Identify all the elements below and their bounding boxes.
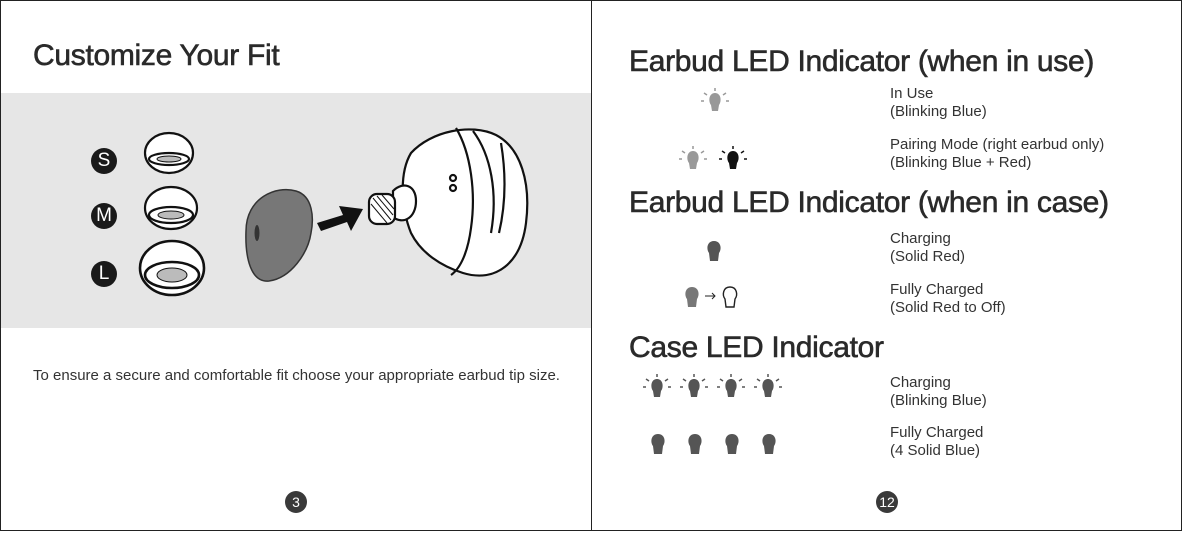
section-title-earbud-in-case: Earbud LED Indicator (when in case) [629,186,1110,220]
led-label-sub: (Blinking Blue) [890,103,987,120]
led-pairing-label: Pairing Mode (right earbud only) (Blinki… [890,136,1104,172]
led-label-sub: (Solid Red to Off) [890,299,1006,316]
section-title-earbud-in-use: Earbud LED Indicator (when in use) [629,45,1095,79]
led-case-charging-label: Charging (Solid Red) [890,230,965,266]
led-case-charging-blink-label: Charging (Blinking Blue) [890,374,987,410]
right-page: Earbud LED Indicator (when in use) In Us… [591,0,1182,531]
bulb-blink-light-icon [679,146,707,169]
led-case-blink-icons [642,373,792,408]
size-badge-l: L [91,261,117,287]
bulb-blink-dark-icon [643,374,671,397]
bulb-pair-icons [679,146,747,169]
page-title-fit: Customize Your Fit [33,39,280,73]
page-number-left: 3 [285,491,307,513]
led-in-use-icons [700,87,730,122]
eartip-large-icon [138,239,206,297]
led-label-title: Pairing Mode (right earbud only) [890,136,1105,153]
size-badge-s: S [91,148,117,174]
led-label-title: Fully Charged [890,281,984,298]
bulb-blink-dark-icon [719,146,747,169]
led-label-title: Fully Charged [890,424,984,441]
bulb-solid-dark-icon [688,434,702,454]
bulb-blink-dark-icon [754,374,782,397]
bulb-blink-dark-icon [717,374,745,397]
led-in-use-label: In Use (Blinking Blue) [890,85,987,121]
bulb-solid-dark-icon [651,434,665,454]
led-case-full-icons [682,285,746,318]
size-badge-m: M [91,203,117,229]
led-label-sub: (Blinking Blue) [890,392,987,409]
led-label-title: Charging [890,230,951,247]
bulb-solid-dark-icon [725,434,739,454]
led-label-sub: (Blinking Blue + Red) [890,154,1032,171]
led-label-title: Charging [890,374,951,391]
bulb-blink-dark-row [643,374,782,397]
led-label-sub: (4 Solid Blue) [890,442,981,459]
led-label-title: In Use [890,85,934,102]
eartip-illustration-band: S M L [1,93,591,328]
led-pairing-icons [678,145,750,180]
bulb-transition-icons [685,286,738,308]
arrow-right-icon [705,292,716,300]
bulb-solid-dark-icon [707,241,721,261]
eartip-drawing [138,127,529,297]
eartip-small-icon [143,131,195,175]
led-label-sub: (Solid Red) [890,248,966,265]
left-page: Customize Your Fit S M L [0,0,592,531]
eartip-gray-icon [245,188,314,282]
bulb-solid-dark-icon [762,434,776,454]
bulb-blink-light-icon [701,88,729,111]
led-case-full-solid-label: Fully Charged (4 Solid Blue) [890,424,983,460]
page-number-right: 12 [876,491,898,513]
earbud-icon [367,127,529,277]
bulb-off-icon [722,286,738,308]
section-title-case-led: Case LED Indicator [629,331,885,365]
bulb-solid-gray-icon [685,287,699,307]
led-case-charging-icons [704,239,724,270]
insert-arrow-icon [317,206,363,231]
bulb-solid-dark-row [651,434,776,454]
fit-instructions: To ensure a secure and comfortable fit c… [33,367,560,384]
led-case-full-label: Fully Charged (Solid Red to Off) [890,281,1006,317]
led-case-solid-icons [648,432,788,463]
eartip-medium-icon [143,185,199,231]
bulb-blink-dark-icon [680,374,708,397]
